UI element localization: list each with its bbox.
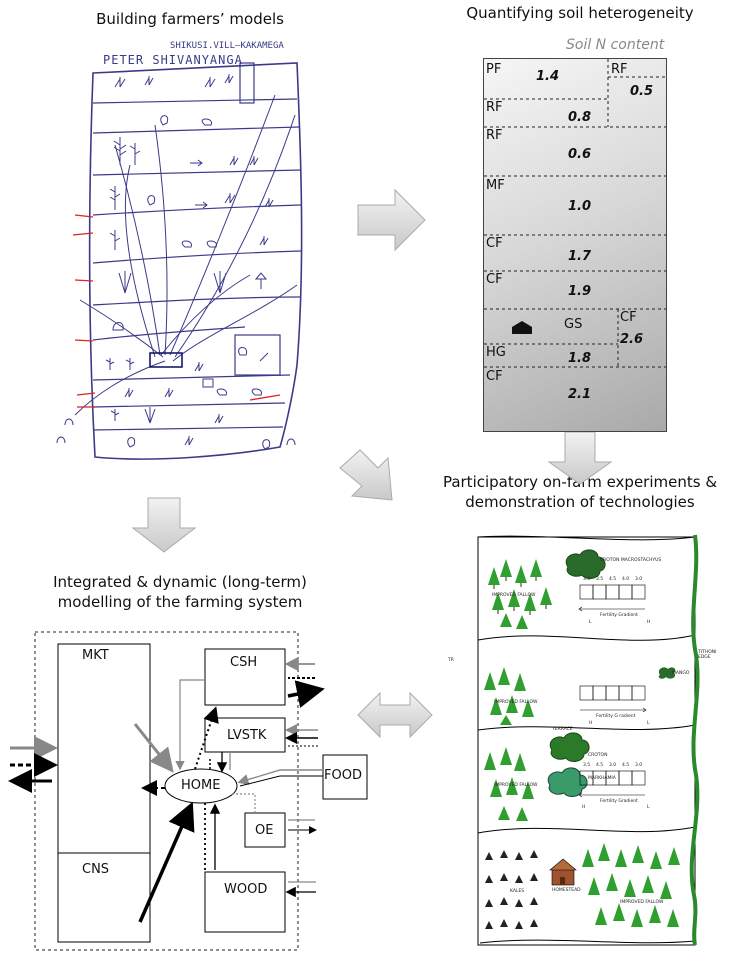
label-l-2: L [647, 721, 650, 726]
soil-code-rf-top: RF [611, 62, 628, 77]
label-h-3: H [582, 805, 586, 810]
label-fertility-gradient-1: Fertility Gradient [600, 613, 638, 618]
label-croton: CROTON [588, 753, 608, 758]
soil-code-rf-mid: RF [486, 100, 503, 115]
plot-value-3-2: 3.0 [609, 763, 617, 768]
soil-code-cf-2: CF [486, 272, 503, 287]
experiment-map-drawing [477, 534, 700, 946]
soil-code-rf-low: RF [486, 128, 503, 143]
label-h-2: H [589, 721, 593, 726]
soil-value-hg: 1.8 [568, 351, 592, 366]
soil-code-gs: GS [564, 317, 583, 332]
markhamia-bush [547, 767, 588, 797]
soil-value-rf-low: 0.6 [568, 147, 592, 162]
label-markhamia: MARKHAMIA [588, 776, 616, 781]
node-wood: WOOD [224, 882, 268, 897]
plot-value-1-3: 4.0 [622, 577, 630, 582]
label-fertility-gradient-3: Fertility Gradient [600, 799, 638, 804]
soil-map: PF 1.4 RF 0.5 RF 0.8 RF 0.6 MF 1.0 CF 1.… [483, 58, 667, 432]
house-icon [512, 321, 532, 334]
soil-code-pf: PF [486, 62, 502, 77]
arrow-down-left [131, 497, 197, 553]
label-tr: TR [448, 658, 454, 663]
label-h-1: H [647, 620, 651, 625]
node-home: HOME [181, 778, 221, 793]
label-terrace: TERRACE [552, 727, 573, 732]
soil-value-pf: 1.4 [536, 69, 560, 84]
label-fertility-gradient-2: Fertility G radient [596, 714, 636, 719]
soil-code-hg: HG [486, 345, 506, 360]
arrow-down-right [547, 431, 613, 485]
arrow-diagonal-center [339, 449, 393, 501]
soil-value-rf-top: 0.5 [630, 84, 654, 99]
title-soil-heterogeneity: Quantifying soil heterogeneity [466, 4, 694, 22]
soil-code-cf-right: CF [620, 310, 637, 325]
node-cns: CNS [82, 862, 110, 877]
plot-value-3-0: 3.5 [583, 763, 591, 768]
croton-macro-bush [565, 549, 606, 579]
system-model-diagram [8, 631, 368, 951]
soil-code-cf-1: CF [486, 236, 503, 251]
arrow-double-horizontal [357, 691, 433, 739]
title-modelling-line1: Integrated & dynamic (long-term) [53, 573, 307, 591]
label-improved-fallow-1: IMPROVED FALLOW [492, 593, 536, 598]
label-mango: MANGO [672, 671, 690, 676]
label-kales: KALES [510, 889, 525, 894]
node-mkt: MKT [82, 648, 109, 663]
plot-value-3-3: 4.5 [622, 763, 630, 768]
soil-code-cf-bottom: CF [486, 369, 503, 384]
soil-value-cf-right: 2.6 [620, 332, 644, 347]
croton-bush [549, 732, 590, 762]
title-farmers-models: Building farmers’ models [96, 10, 284, 28]
mango-tree [658, 667, 676, 679]
sketch-header-line1: SHIKUSI.VILL–KAKAMEGA [170, 41, 284, 51]
label-croton-macrostachyus: CROTON MACROSTACHYUS [600, 558, 662, 563]
soil-code-mf: MF [486, 178, 505, 193]
plot-value-1-0: 3.0 [583, 577, 591, 582]
label-improved-fallow-3: IMPROVED FALLOW [494, 783, 538, 788]
experiment-map: CROTON MACROSTACHYUS IMPROVED FALLOW 3.0… [448, 515, 741, 946]
label-homestead: HOMESTEAD [552, 888, 581, 893]
plot-value-3-1: 4.5 [596, 763, 604, 768]
soil-map-boundaries [484, 59, 666, 368]
soil-caption: Soil N content [566, 37, 665, 53]
label-l-1: L [589, 620, 592, 625]
soil-value-rf-mid: 0.8 [568, 110, 592, 125]
soil-value-cf-bottom: 2.1 [568, 387, 592, 402]
plot-value-1-2: 4.5 [609, 577, 617, 582]
farmer-sketch-drawing [56, 62, 303, 460]
node-lvstk: LVSTK [227, 728, 267, 743]
arrow-right-top [357, 188, 426, 252]
plot-value-3-4: 3.0 [635, 763, 643, 768]
plot-value-1-1: 3.5 [596, 577, 604, 582]
soil-value-cf-2: 1.9 [568, 284, 592, 299]
node-csh: CSH [230, 655, 258, 670]
label-improved-fallow-4: IMPROVED FALLOW [620, 900, 664, 905]
title-experiments-line2: demonstration of technologies [465, 493, 695, 511]
node-food: FOOD [324, 768, 362, 783]
soil-value-cf-1: 1.7 [568, 249, 592, 264]
title-modelling-line2: modelling of the farming system [57, 593, 303, 611]
farmer-sketch: SHIKUSI.VILL–KAKAMEGA PETER SHIVANYANGA [35, 35, 335, 475]
node-oe: OE [255, 823, 274, 838]
label-improved-fallow-2: IMPROVED FALLOW [494, 700, 538, 705]
sketch-header-line2: PETER SHIVANYANGA [103, 53, 243, 67]
label-tithonia-edge: TITHONI EDGE [698, 650, 717, 660]
label-l-3: L [647, 805, 650, 810]
plot-value-1-4: 3.0 [635, 577, 643, 582]
system-model: MKT CNS CSH LVSTK HOME FOOD OE WOOD [0, 620, 368, 954]
soil-value-mf: 1.0 [568, 199, 592, 214]
